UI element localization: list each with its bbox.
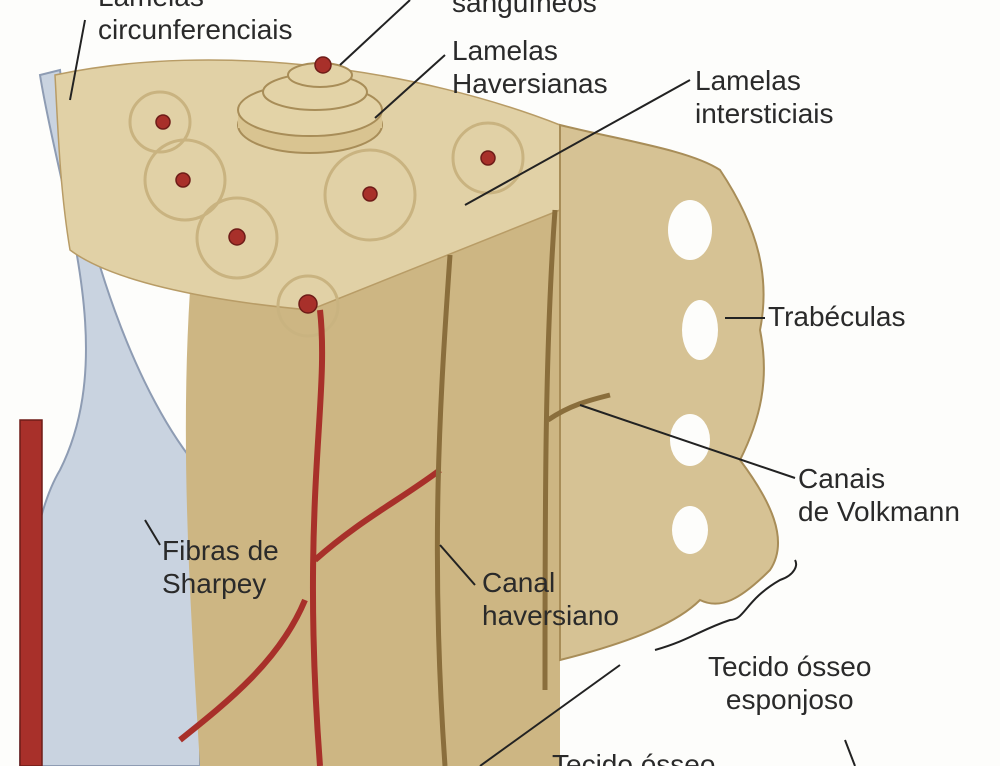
label-line: Lamelas [98, 0, 293, 13]
label-vasos-sanguineos: sanguíneos [452, 0, 597, 19]
label-tecido-compacto: Tecido ósseo [552, 748, 715, 766]
label-lamelas-haversianas: Lamelas Haversianas [452, 34, 608, 100]
label-canal-haversiano: Canal haversiano [482, 566, 619, 632]
label-line: haversiano [482, 600, 619, 631]
label-line: Tecido ósseo [708, 651, 872, 682]
label-lamelas-intersticiais: Lamelas intersticiais [695, 64, 833, 130]
haversian-canals [434, 209, 611, 766]
label-line: Canal [482, 567, 556, 598]
vessel-branches [178, 309, 442, 766]
label-line: Tecido ósseo [552, 749, 716, 766]
label-line: Lamelas [695, 65, 801, 96]
label-canais-volkmann: Canais de Volkmann [798, 462, 960, 528]
osteons [128, 90, 525, 338]
spongy-bone [559, 123, 779, 662]
label-line: Trabéculas [768, 301, 906, 332]
label-line: Sharpey [162, 568, 267, 599]
spongy-holes [668, 200, 718, 554]
label-line: Canais [798, 463, 886, 494]
label-line: intersticiais [695, 98, 834, 129]
haversian-lamellae-stack [237, 62, 383, 154]
label-line: circunferenciais [98, 14, 293, 45]
label-line: Lamelas [452, 35, 558, 66]
label-trabeculas: Trabéculas [768, 300, 905, 333]
label-line: sanguíneos [452, 0, 597, 18]
label-tecido-esponjoso: Tecido ósseo esponjoso [708, 650, 871, 716]
label-fibras-sharpey: Fibras de Sharpey [162, 534, 279, 600]
compact-bone-front-face [185, 210, 561, 766]
leader-lines [69, 0, 856, 766]
label-line: Fibras de [162, 535, 279, 566]
label-line: esponjoso [725, 684, 854, 715]
label-line: de Volkmann [798, 496, 960, 527]
label-line: Haversianas [452, 68, 608, 99]
blood-vessels [19, 56, 496, 766]
label-lamelas-circunferenciais: Lamelas circunferenciais [98, 0, 293, 46]
